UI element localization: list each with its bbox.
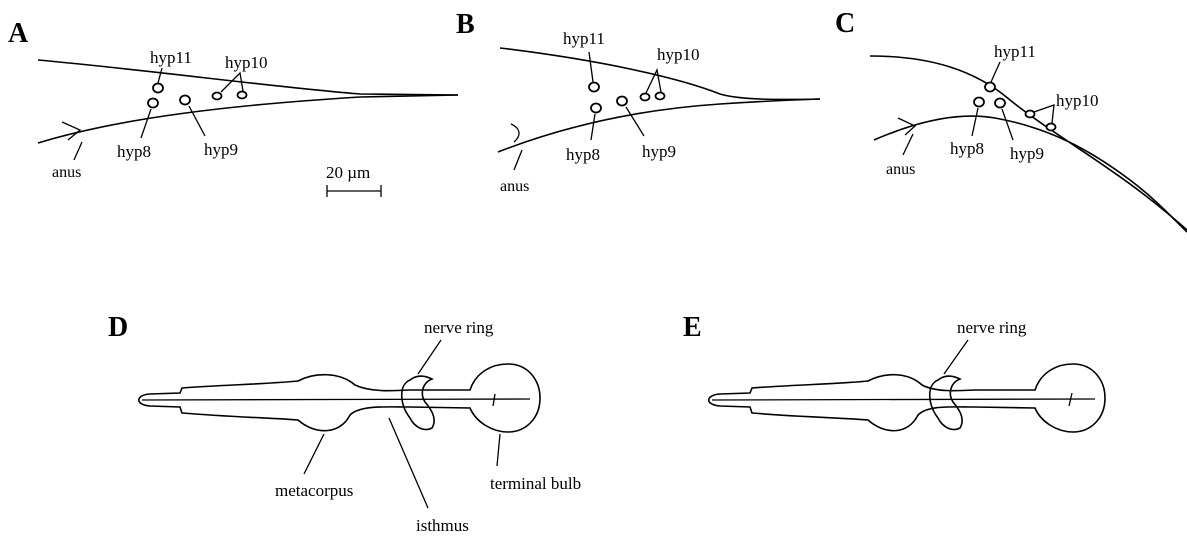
panel-c-hyp11-cell xyxy=(985,83,995,92)
panel-b-hyp8-cell xyxy=(591,104,601,113)
panel-c-hyp8-label: hyp8 xyxy=(950,139,984,158)
panel-e-nerve-ring-label: nerve ring xyxy=(957,318,1027,337)
panel-b-hyp9-label: hyp9 xyxy=(642,142,676,161)
panel-c: C anus hyp11 hyp10 hyp8 hyp9 xyxy=(835,8,1187,232)
panel-a-anus-label: anus xyxy=(52,164,81,181)
panel-c-hyp9-cell xyxy=(995,99,1005,108)
panel-c-hyp8-leader xyxy=(972,108,978,136)
panel-a-hyp11-cell xyxy=(153,84,163,93)
panel-d-isthmus-leader xyxy=(389,418,428,508)
panel-e-nerve-ring-leader xyxy=(944,340,968,374)
panel-b-hyp8-label: hyp8 xyxy=(566,145,600,164)
panel-a-hyp8-label: hyp8 xyxy=(117,142,151,161)
panel-c-hyp10-label: hyp10 xyxy=(1056,91,1099,110)
panel-d-isthmus-label: isthmus xyxy=(416,516,469,535)
panel-b-anus-leader xyxy=(514,150,522,170)
panel-d-lumen-line xyxy=(142,399,530,400)
panel-b-hyp10-cell-1 xyxy=(641,94,650,101)
panel-c-dorsal-outline xyxy=(870,56,1187,230)
scale-bar-label: 20 µm xyxy=(326,163,370,182)
panel-e-nerve-ring xyxy=(930,376,962,429)
panel-a-anus-mark xyxy=(62,122,80,140)
panel-b-hyp11-leader xyxy=(589,52,593,82)
panel-d-grinder-mark xyxy=(493,394,495,406)
panel-b-hyp11-label: hyp11 xyxy=(563,29,605,48)
panel-d-terminal-bulb-leader xyxy=(497,434,500,466)
panel-c-hyp10-cell-2 xyxy=(1047,124,1056,131)
panel-b-hyp9-leader xyxy=(626,107,644,136)
panel-a-hyp10-cell-1 xyxy=(213,93,222,100)
panel-c-ventral-outline xyxy=(874,116,1187,232)
panel-a-hyp10-cell-2 xyxy=(238,92,247,99)
panel-e: E nerve ring xyxy=(683,312,1105,432)
panel-a-ventral-outline xyxy=(38,95,458,143)
panel-c-letter: C xyxy=(835,8,855,39)
panel-a-hyp9-cell xyxy=(180,96,190,105)
panel-d-nerve-ring-label: nerve ring xyxy=(424,318,494,337)
panel-c-hyp9-leader xyxy=(1002,109,1013,140)
panel-a-hyp9-label: hyp9 xyxy=(204,140,238,159)
panel-a-hyp8-cell xyxy=(148,99,158,108)
panel-a-letter: A xyxy=(8,18,29,49)
panel-a: A anus hyp11 hyp10 hyp8 hyp9 20 µm xyxy=(8,18,458,197)
panel-c-hyp11-leader xyxy=(991,62,1000,82)
panel-b: B anus hyp11 hyp10 hyp8 hyp9 xyxy=(456,9,820,195)
panel-c-hyp9-label: hyp9 xyxy=(1010,144,1044,163)
panel-e-lumen-line xyxy=(712,399,1095,400)
panel-d-metacorpus-leader xyxy=(304,434,324,474)
panel-b-letter: B xyxy=(456,9,475,40)
panel-d-nerve-ring xyxy=(402,376,434,429)
panel-c-anus-label: anus xyxy=(886,161,915,178)
panel-d-letter: D xyxy=(108,312,128,343)
panel-b-anus-mark xyxy=(511,124,519,142)
panel-e-letter: E xyxy=(683,312,702,343)
panel-c-hyp8-cell xyxy=(974,98,984,107)
panel-c-anus-leader xyxy=(903,134,913,155)
panel-c-hyp10-cell-1 xyxy=(1026,111,1035,118)
panel-e-pharynx-outline xyxy=(709,364,1105,432)
panel-d-metacorpus-label: metacorpus xyxy=(275,481,353,500)
panel-d-terminal-bulb-label: terminal bulb xyxy=(490,474,581,493)
panel-a-anus-leader xyxy=(74,142,82,160)
panel-d: D nerve ring metacorpus terminal bulb is… xyxy=(108,312,581,535)
panel-b-hyp10-cell-2 xyxy=(656,93,665,100)
panel-b-hyp9-cell xyxy=(617,97,627,106)
panel-b-hyp10-label: hyp10 xyxy=(657,45,700,64)
panel-a-hyp11-label: hyp11 xyxy=(150,48,192,67)
panel-d-nerve-ring-leader xyxy=(418,340,441,374)
panel-a-hyp8-leader xyxy=(141,109,151,138)
panel-c-hyp11-label: hyp11 xyxy=(994,42,1036,61)
panel-a-hyp11-leader xyxy=(158,68,162,83)
panel-b-hyp11-cell xyxy=(589,83,599,92)
panel-a-hyp10-label: hyp10 xyxy=(225,53,268,72)
panel-b-anus-label: anus xyxy=(500,178,529,195)
panel-d-pharynx-outline xyxy=(139,364,540,432)
panel-b-hyp8-leader xyxy=(591,114,595,140)
